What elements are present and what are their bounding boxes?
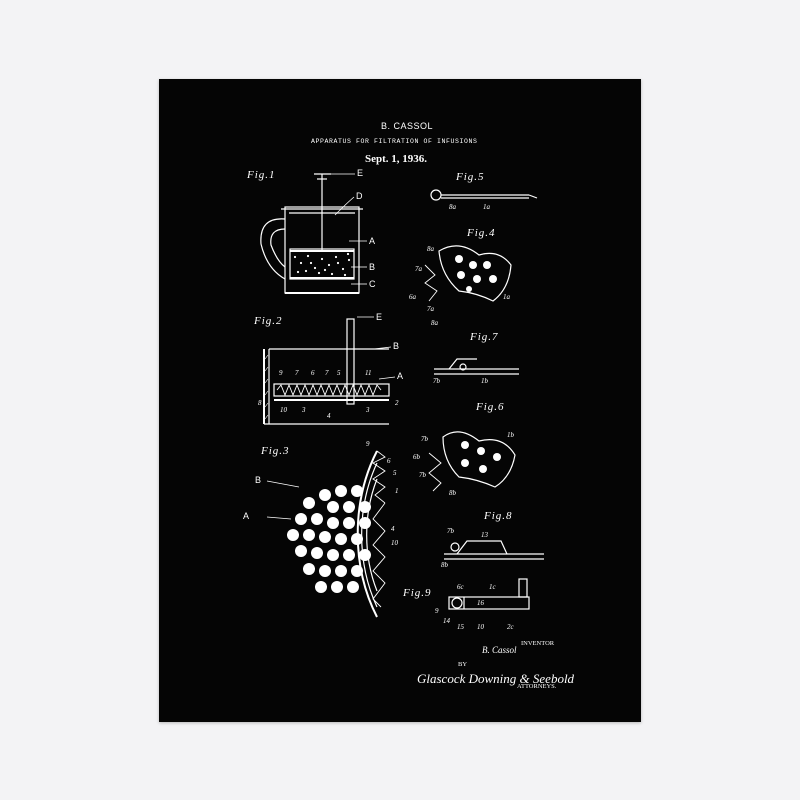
fig2-label-e: E <box>376 312 383 322</box>
fig5-label: 8a <box>449 203 456 211</box>
fig5-caption: Fig.5 <box>456 171 485 183</box>
attorneys-role: ATTORNEYS. <box>517 683 557 690</box>
fig2-num: 10 <box>280 406 287 414</box>
fig6-segment-drawing <box>428 431 516 492</box>
fig2-num: 11 <box>365 369 372 377</box>
fig2-caption: Fig.2 <box>254 315 283 327</box>
fig9-label: 2c <box>507 623 514 631</box>
fig3-num: 6 <box>387 457 391 465</box>
fig2-num: 3 <box>366 406 370 414</box>
fig9-label: 9 <box>435 607 439 615</box>
fig9-caption: Fig.9 <box>403 587 432 599</box>
attorneys-signature: Glascock Downing & Seebold <box>417 671 575 686</box>
patent-title: APPARATUS FOR FILTRATION OF INFUSIONS <box>311 138 478 145</box>
fig9-label: 15 <box>457 623 464 631</box>
fig3-caption: Fig.3 <box>261 445 290 457</box>
fig3-num: 4 <box>391 525 395 533</box>
fig8-label: 7b <box>447 527 454 535</box>
fig1-label-a: A <box>369 236 376 246</box>
fig8-label: 13 <box>481 531 488 539</box>
fig2-num: 6 <box>311 369 315 377</box>
fig8-caption: Fig.8 <box>484 510 513 522</box>
fig4-segment-drawing <box>424 245 512 302</box>
inventor-name: B. CASSOL <box>381 121 434 131</box>
fig1-pot-drawing <box>260 173 367 294</box>
fig6-label: 6b <box>413 453 420 461</box>
fig3-num: 1 <box>395 487 399 495</box>
fig1-label-c: C <box>369 279 376 289</box>
fig4-label: 8a <box>431 319 438 327</box>
fig4-caption: Fig.4 <box>467 227 496 239</box>
inventor-role: INVENTOR <box>521 640 555 647</box>
fig2-num: 7 <box>325 369 329 377</box>
fig4-label: 6a <box>409 293 416 301</box>
fig2-hatching <box>264 354 269 420</box>
fig5-label: 1a <box>483 203 490 211</box>
fig3-label-b: B <box>255 475 262 485</box>
inventor-signature: B. Cassol <box>482 645 517 655</box>
fig4-label: 1a <box>503 293 510 301</box>
fig3-holes <box>287 485 371 593</box>
fig1-label-d: D <box>356 191 363 201</box>
fig2-section-drawing <box>263 316 396 425</box>
fig2-num: 3 <box>302 406 306 414</box>
patent-poster: B. CASSOL APPARATUS FOR FILTRATION OF IN… <box>159 79 641 722</box>
fig6-label: 7b <box>419 471 426 479</box>
fig8-label: 8b <box>441 561 448 569</box>
fig3-num: 5 <box>393 469 397 477</box>
fig7-label: 1b <box>481 377 488 385</box>
fig8-drawing <box>444 540 544 560</box>
fig9-label: 1c <box>489 583 496 591</box>
fig5-clip-drawing <box>430 189 538 201</box>
fig4-label: 7a <box>415 265 422 273</box>
fig9-label: 6c <box>457 583 464 591</box>
fig7-drawing <box>434 358 519 375</box>
fig9-label: 16 <box>477 599 484 607</box>
fig1-label-b: B <box>369 262 376 272</box>
fig3-num: 10 <box>391 539 398 547</box>
fig6-caption: Fig.6 <box>476 401 505 413</box>
fig3-num: 9 <box>366 440 370 448</box>
fig4-label: 8a <box>427 245 434 253</box>
fig2-label-b: B <box>393 341 400 351</box>
fig2-num: 7 <box>295 369 299 377</box>
fig6-label: 1b <box>507 431 514 439</box>
fig2-num: 5 <box>337 369 341 377</box>
fig6-label: 8b <box>449 489 456 497</box>
fig2-num: 8 <box>258 399 262 407</box>
patent-drawing <box>260 173 544 618</box>
fig2-label-a: A <box>397 371 404 381</box>
fig9-drawing <box>448 578 530 610</box>
fig2-num: 2 <box>395 399 399 407</box>
fig1-caption: Fig.1 <box>247 169 276 181</box>
fig4-label: 7a <box>427 305 434 313</box>
fig3-label-a: A <box>243 511 250 521</box>
fig9-label: 14 <box>443 617 450 625</box>
fig3-filter-drawing <box>356 450 386 618</box>
fig1-label-e: E <box>357 168 364 178</box>
fig2-num: 4 <box>327 412 331 420</box>
fig9-label: 10 <box>477 623 484 631</box>
fig7-caption: Fig.7 <box>470 331 499 343</box>
patent-date: Sept. 1, 1936. <box>365 153 428 165</box>
fig7-label: 7b <box>433 377 440 385</box>
fig2-num: 9 <box>279 369 283 377</box>
by-label: BY <box>458 661 468 668</box>
fig6-label: 7b <box>421 435 428 443</box>
fig1-grounds <box>293 252 351 277</box>
